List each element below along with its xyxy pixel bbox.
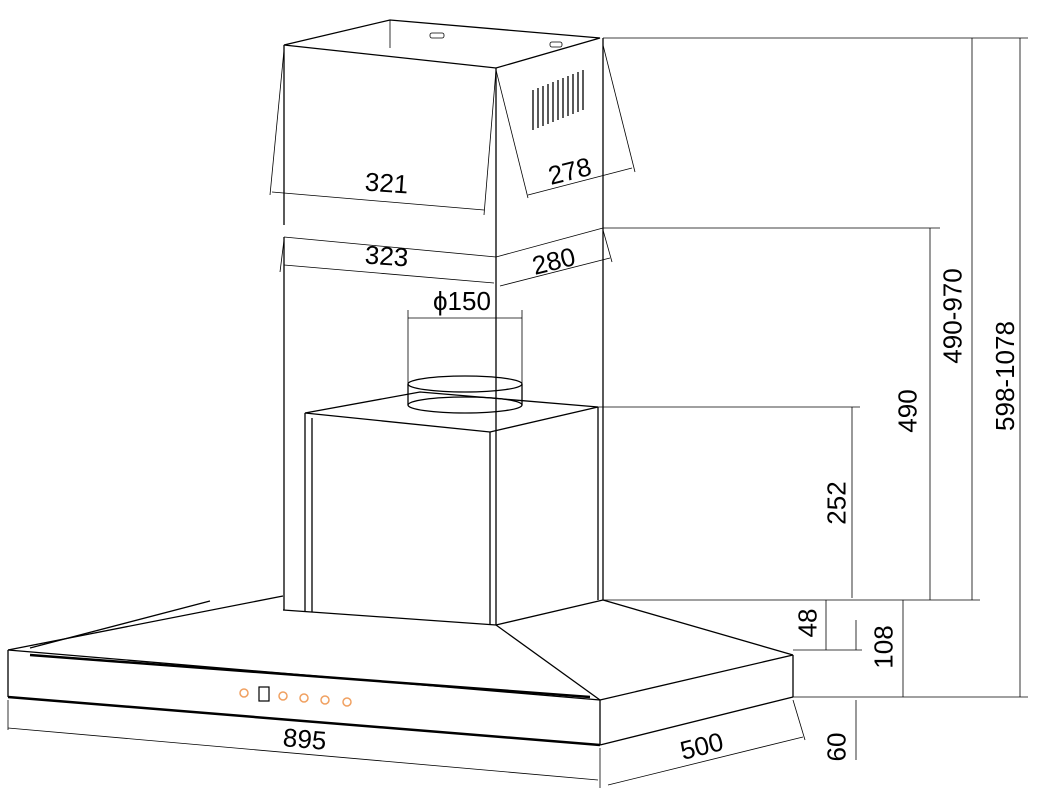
dim-lower-depth: 280 — [529, 241, 578, 281]
dim-490-970: 490-970 — [938, 268, 968, 363]
dim-duct: ϕ150 — [433, 286, 491, 316]
dim-upper-depth: 278 — [545, 151, 594, 191]
canopy — [7, 595, 794, 747]
lower-chimney — [283, 227, 604, 610]
dimension-lines — [7, 37, 1028, 788]
minus-icon[interactable] — [299, 693, 309, 703]
motor-box — [304, 391, 599, 625]
power-icon[interactable] — [239, 688, 249, 698]
dim-lower-width: 323 — [364, 240, 409, 273]
dim-60: 60 — [821, 733, 851, 762]
dim-108: 108 — [869, 625, 899, 668]
control-panel — [239, 686, 352, 707]
dim-upper-width: 321 — [364, 167, 409, 200]
fan-icon[interactable] — [320, 695, 330, 705]
dim-width: 895 — [282, 722, 328, 756]
vent-slots-icon — [532, 70, 584, 130]
dim-depth: 500 — [677, 726, 726, 766]
plus-icon[interactable] — [278, 691, 288, 701]
dim-motor-height: 252 — [822, 481, 852, 524]
upper-chimney — [283, 19, 604, 625]
light-icon[interactable] — [342, 697, 352, 707]
duct-collar — [407, 375, 523, 414]
dim-598-1078: 598-1078 — [990, 321, 1020, 431]
display-icon — [258, 686, 270, 702]
dim-48: 48 — [792, 609, 822, 638]
dim-490: 490 — [893, 389, 923, 432]
